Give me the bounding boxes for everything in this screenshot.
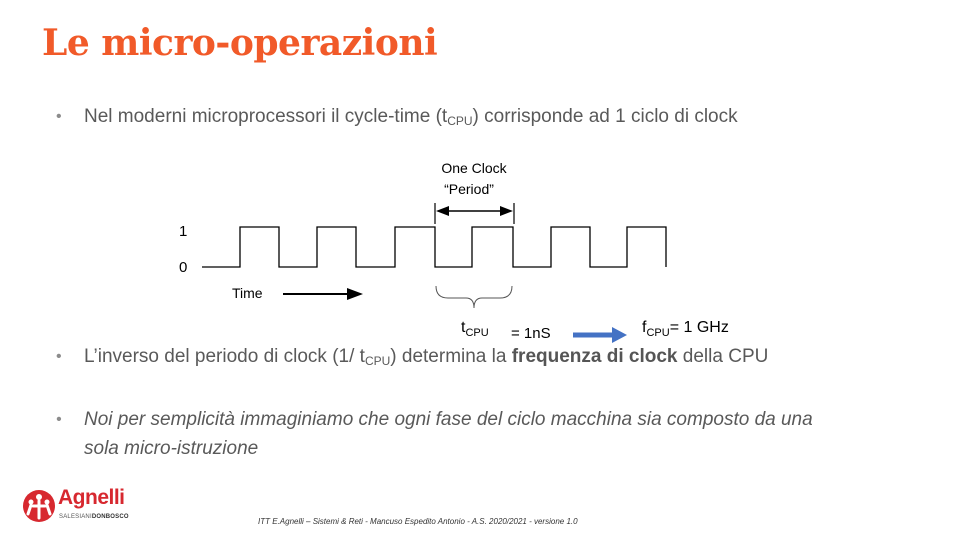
bullet-text: Noi per semplicità immaginiamo che ogni … — [84, 409, 813, 459]
logo-subtitle: SALESIANIDONBOSCO — [59, 514, 129, 520]
t-cpu-value: = 1nS — [511, 325, 551, 342]
bullet-text-part: ) corrisponde ad 1 ciclo di clock — [472, 106, 738, 127]
agnelli-logo: Agnelli SALESIANIDONBOSCO — [22, 486, 134, 528]
level-low-label: 0 — [179, 259, 187, 276]
slide-title: Le micro-operazioni — [42, 22, 438, 64]
bullet-text: L’inverso del periodo di clock (1/ tCPU)… — [84, 342, 844, 371]
bullet-marker: • — [56, 348, 62, 365]
footer-note: ITT E.Agnelli – Sistemi & Reti - Mancuso… — [258, 517, 578, 526]
time-arrow-head — [347, 288, 363, 300]
period-arrow-right-head — [500, 206, 513, 216]
bullet-text-part: L’inverso del periodo di clock (1/ t — [84, 346, 365, 367]
clock-period-label: One Clock — [441, 160, 507, 176]
period-brace — [435, 285, 513, 309]
cpu-subscript: CPU — [447, 114, 473, 128]
level-high-label: 1 — [179, 223, 187, 240]
bullet-text-part: Nel moderni microprocessori il cycle-tim… — [84, 106, 448, 127]
time-label: Time — [232, 285, 263, 301]
implies-arrow-head — [612, 327, 627, 343]
bullet-bold-term: frequenza di clock — [511, 346, 678, 367]
clock-period-label-2: “Period” — [444, 181, 494, 197]
logo-name: Agnelli — [58, 486, 125, 509]
bullet-marker: • — [56, 411, 62, 428]
t-cpu-label: tCPU — [461, 319, 489, 339]
bullet-text-part: ) determina la — [390, 346, 512, 367]
clock-waveform — [202, 226, 667, 268]
salesian-emblem-icon — [23, 490, 55, 522]
bullet-marker: • — [56, 108, 62, 125]
period-arrow-left-head — [436, 206, 449, 216]
f-cpu-label: fCPU= 1 GHz — [642, 319, 729, 339]
bullet-text: Nel moderni microprocessori il cycle-tim… — [84, 102, 844, 131]
cpu-subscript: CPU — [364, 354, 391, 368]
bullet-text-part: della CPU — [677, 346, 769, 367]
